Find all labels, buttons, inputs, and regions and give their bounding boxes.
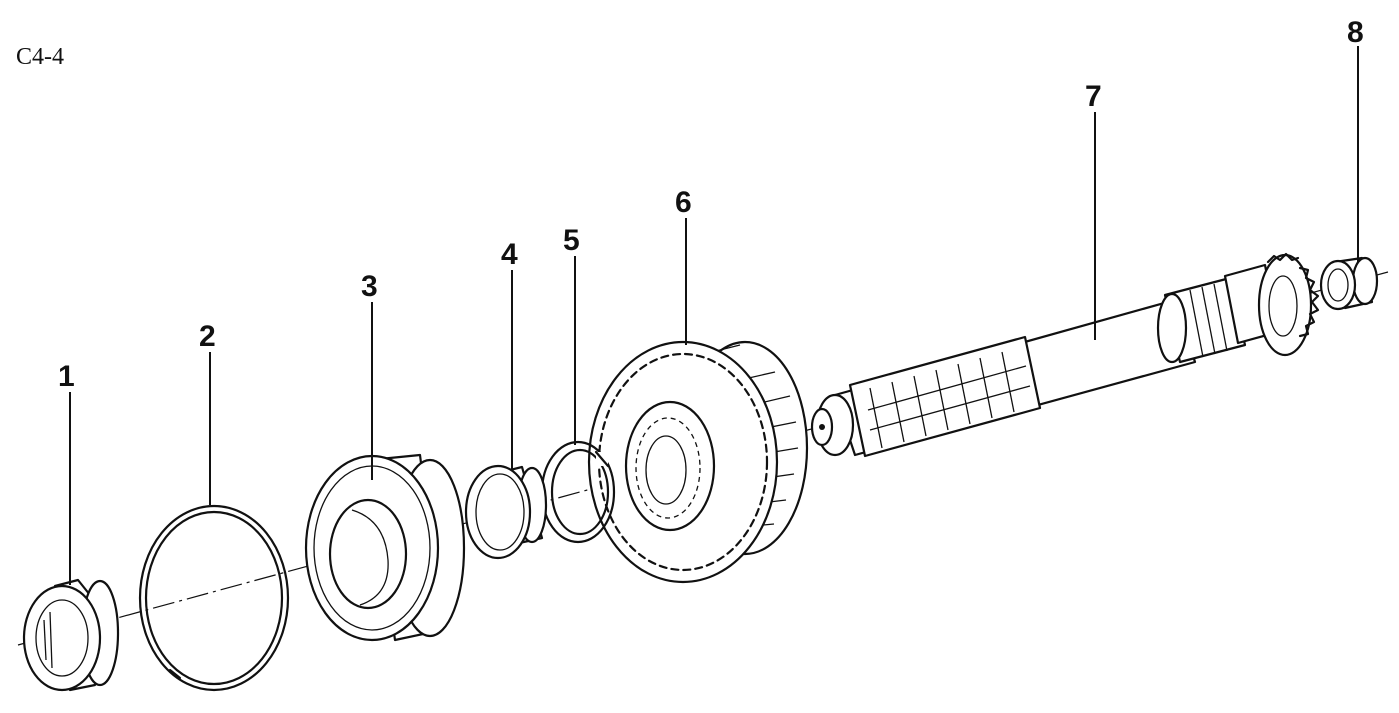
callout-1: 1 bbox=[58, 360, 75, 393]
callout-8: 8 bbox=[1347, 16, 1364, 49]
part-4-sleeve bbox=[464, 464, 548, 560]
part-6-gear bbox=[587, 340, 809, 584]
callout-6: 6 bbox=[675, 186, 692, 219]
callout-5: 5 bbox=[563, 224, 580, 257]
callout-2: 2 bbox=[199, 320, 216, 353]
callout-7: 7 bbox=[1085, 80, 1102, 113]
part-2-ring bbox=[138, 504, 290, 692]
part-1-nut bbox=[22, 578, 120, 692]
part-8-bushing bbox=[1319, 256, 1379, 311]
figure-code: C4-4 bbox=[16, 44, 64, 70]
part-7-shaft bbox=[810, 252, 1320, 458]
callout-4: 4 bbox=[501, 238, 518, 271]
callout-3: 3 bbox=[361, 270, 378, 303]
part-3-bearing bbox=[304, 453, 466, 642]
